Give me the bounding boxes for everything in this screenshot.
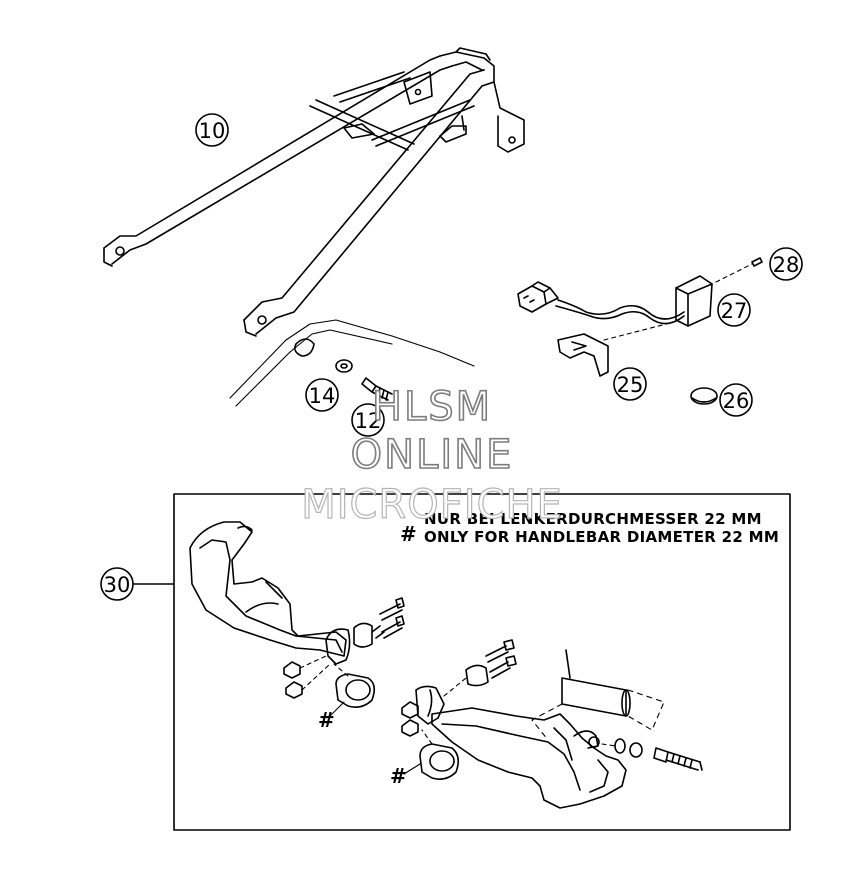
callout-30: 30 <box>100 567 134 601</box>
module-box <box>675 275 713 327</box>
nut <box>401 701 419 719</box>
handlebar-end <box>531 649 665 741</box>
cable <box>557 299 685 320</box>
fender-outline <box>229 319 475 399</box>
callout-25-label: 25 <box>617 373 644 397</box>
right-handguard <box>431 707 627 809</box>
right-clamp <box>415 639 517 725</box>
hash-marker-right-sleeve: # <box>390 764 407 788</box>
callout-28: 28 <box>769 247 803 281</box>
callout-26: 26 <box>719 383 753 417</box>
callout-10: 10 <box>195 113 229 147</box>
hash-marker-left-sleeve: # <box>318 708 335 732</box>
left-handguard <box>189 521 347 657</box>
note-hash-marker: # <box>400 522 417 546</box>
nut <box>285 681 303 699</box>
connector-plug <box>517 281 559 313</box>
grommet <box>690 387 718 405</box>
callout-12-label: 12 <box>355 409 382 433</box>
note-english: ONLY FOR HANDLEBAR DIAMETER 22 MM <box>424 528 780 546</box>
bolt <box>361 377 393 401</box>
end-bolt <box>614 738 703 771</box>
handguard-kit-frame <box>173 493 791 831</box>
callout-26-label: 26 <box>723 389 750 413</box>
washer <box>335 359 353 373</box>
callout-10-label: 10 <box>199 119 226 143</box>
callout-27: 27 <box>717 293 751 327</box>
callout-12: 12 <box>351 403 385 437</box>
note-german: NUR BEI LENKERDURCHMESSER 22 MM <box>424 510 762 528</box>
callout-14-label: 14 <box>309 384 336 408</box>
screw <box>751 257 763 267</box>
spacer-sleeve <box>419 743 460 780</box>
callout-25: 25 <box>613 367 647 401</box>
callout-27-label: 27 <box>721 299 748 323</box>
spacer-sleeve <box>335 673 376 708</box>
nut <box>401 719 419 737</box>
callout-28-label: 28 <box>773 253 800 277</box>
mount-bracket <box>557 333 609 377</box>
callout-14: 14 <box>305 378 339 412</box>
nut <box>283 661 301 679</box>
callout-30-label: 30 <box>104 573 131 597</box>
left-clamp <box>325 597 405 665</box>
luggage-rack <box>103 47 525 337</box>
